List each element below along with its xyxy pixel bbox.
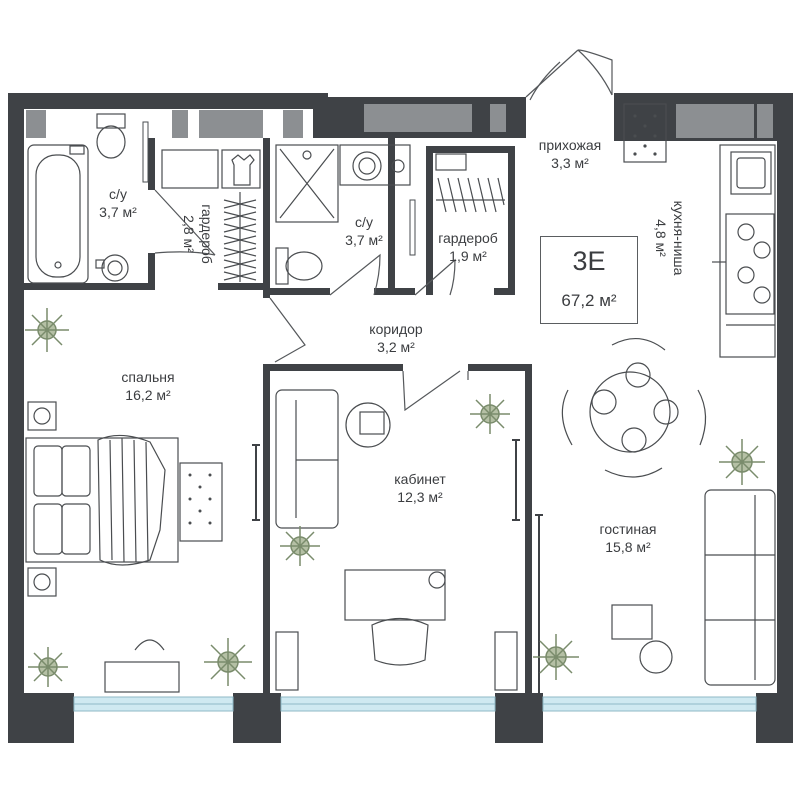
study-sofa-icon — [275, 389, 446, 666]
wall-left — [8, 93, 24, 743]
dining-table-icon — [561, 338, 707, 478]
sofa-icon — [611, 489, 776, 686]
doors — [154, 49, 613, 412]
wall-top-step — [313, 93, 328, 138]
towel-rail-icon — [142, 121, 149, 183]
bathtub-icon — [27, 144, 89, 284]
shower-icon — [275, 144, 339, 223]
wall-bottom-pillar-left — [8, 693, 74, 743]
wall-bottom-pillar-right — [756, 693, 793, 743]
room-label-kitchen-niche: кухня-ниша 4,8 м² — [653, 200, 687, 276]
room-label-wardrobe-2: гардероб 1,9 м² — [438, 230, 498, 264]
wall-bottom-pillar-mid — [233, 693, 281, 743]
doormat-pattern — [633, 114, 657, 156]
toilet-2-icon — [275, 247, 323, 285]
bench-pattern — [188, 473, 212, 525]
wall-top-left — [8, 93, 328, 109]
room-label-study: кабинет 12,3 м² — [394, 471, 446, 505]
apartment-badge: 3Е 67,2 м² — [540, 236, 638, 324]
wardrobe-2-icon — [435, 153, 505, 213]
partitions — [252, 439, 543, 693]
top-windows — [26, 104, 773, 138]
room-label-bedroom: спальня 16,2 м² — [121, 369, 175, 403]
room-label-bathroom-2: с/у 3,7 м² — [345, 214, 383, 248]
room-label-bathroom-1: с/у 3,7 м² — [99, 186, 137, 220]
room-label-corridor: коридор 3,2 м² — [369, 321, 423, 355]
wall-bottom-pillar-midright — [495, 693, 543, 743]
room-label-wardrobe-1: гардероб 2,8 м² — [181, 204, 215, 264]
room-label-hallway: прихожая 3,3 м² — [538, 137, 602, 171]
doormat-icon — [623, 103, 667, 163]
bottom-windows — [73, 696, 757, 712]
towel-rail-2-icon — [409, 199, 416, 256]
apartment-type-code: 3Е — [572, 246, 606, 276]
side-units — [275, 631, 518, 691]
room-label-living-room: гостиная 15,8 м² — [599, 521, 657, 555]
interior-walls — [24, 138, 532, 693]
sink-icon — [95, 254, 129, 282]
plant-icons — [25, 308, 765, 687]
kitchen-counter-icon — [712, 144, 776, 358]
sink-2-icon — [339, 144, 411, 186]
bed-icon — [25, 401, 223, 693]
toilet-icon — [96, 113, 126, 159]
apartment-total-area: 67,2 м² — [561, 291, 617, 310]
wardrobe-rack-icon — [161, 149, 261, 282]
wall-right — [777, 93, 793, 743]
